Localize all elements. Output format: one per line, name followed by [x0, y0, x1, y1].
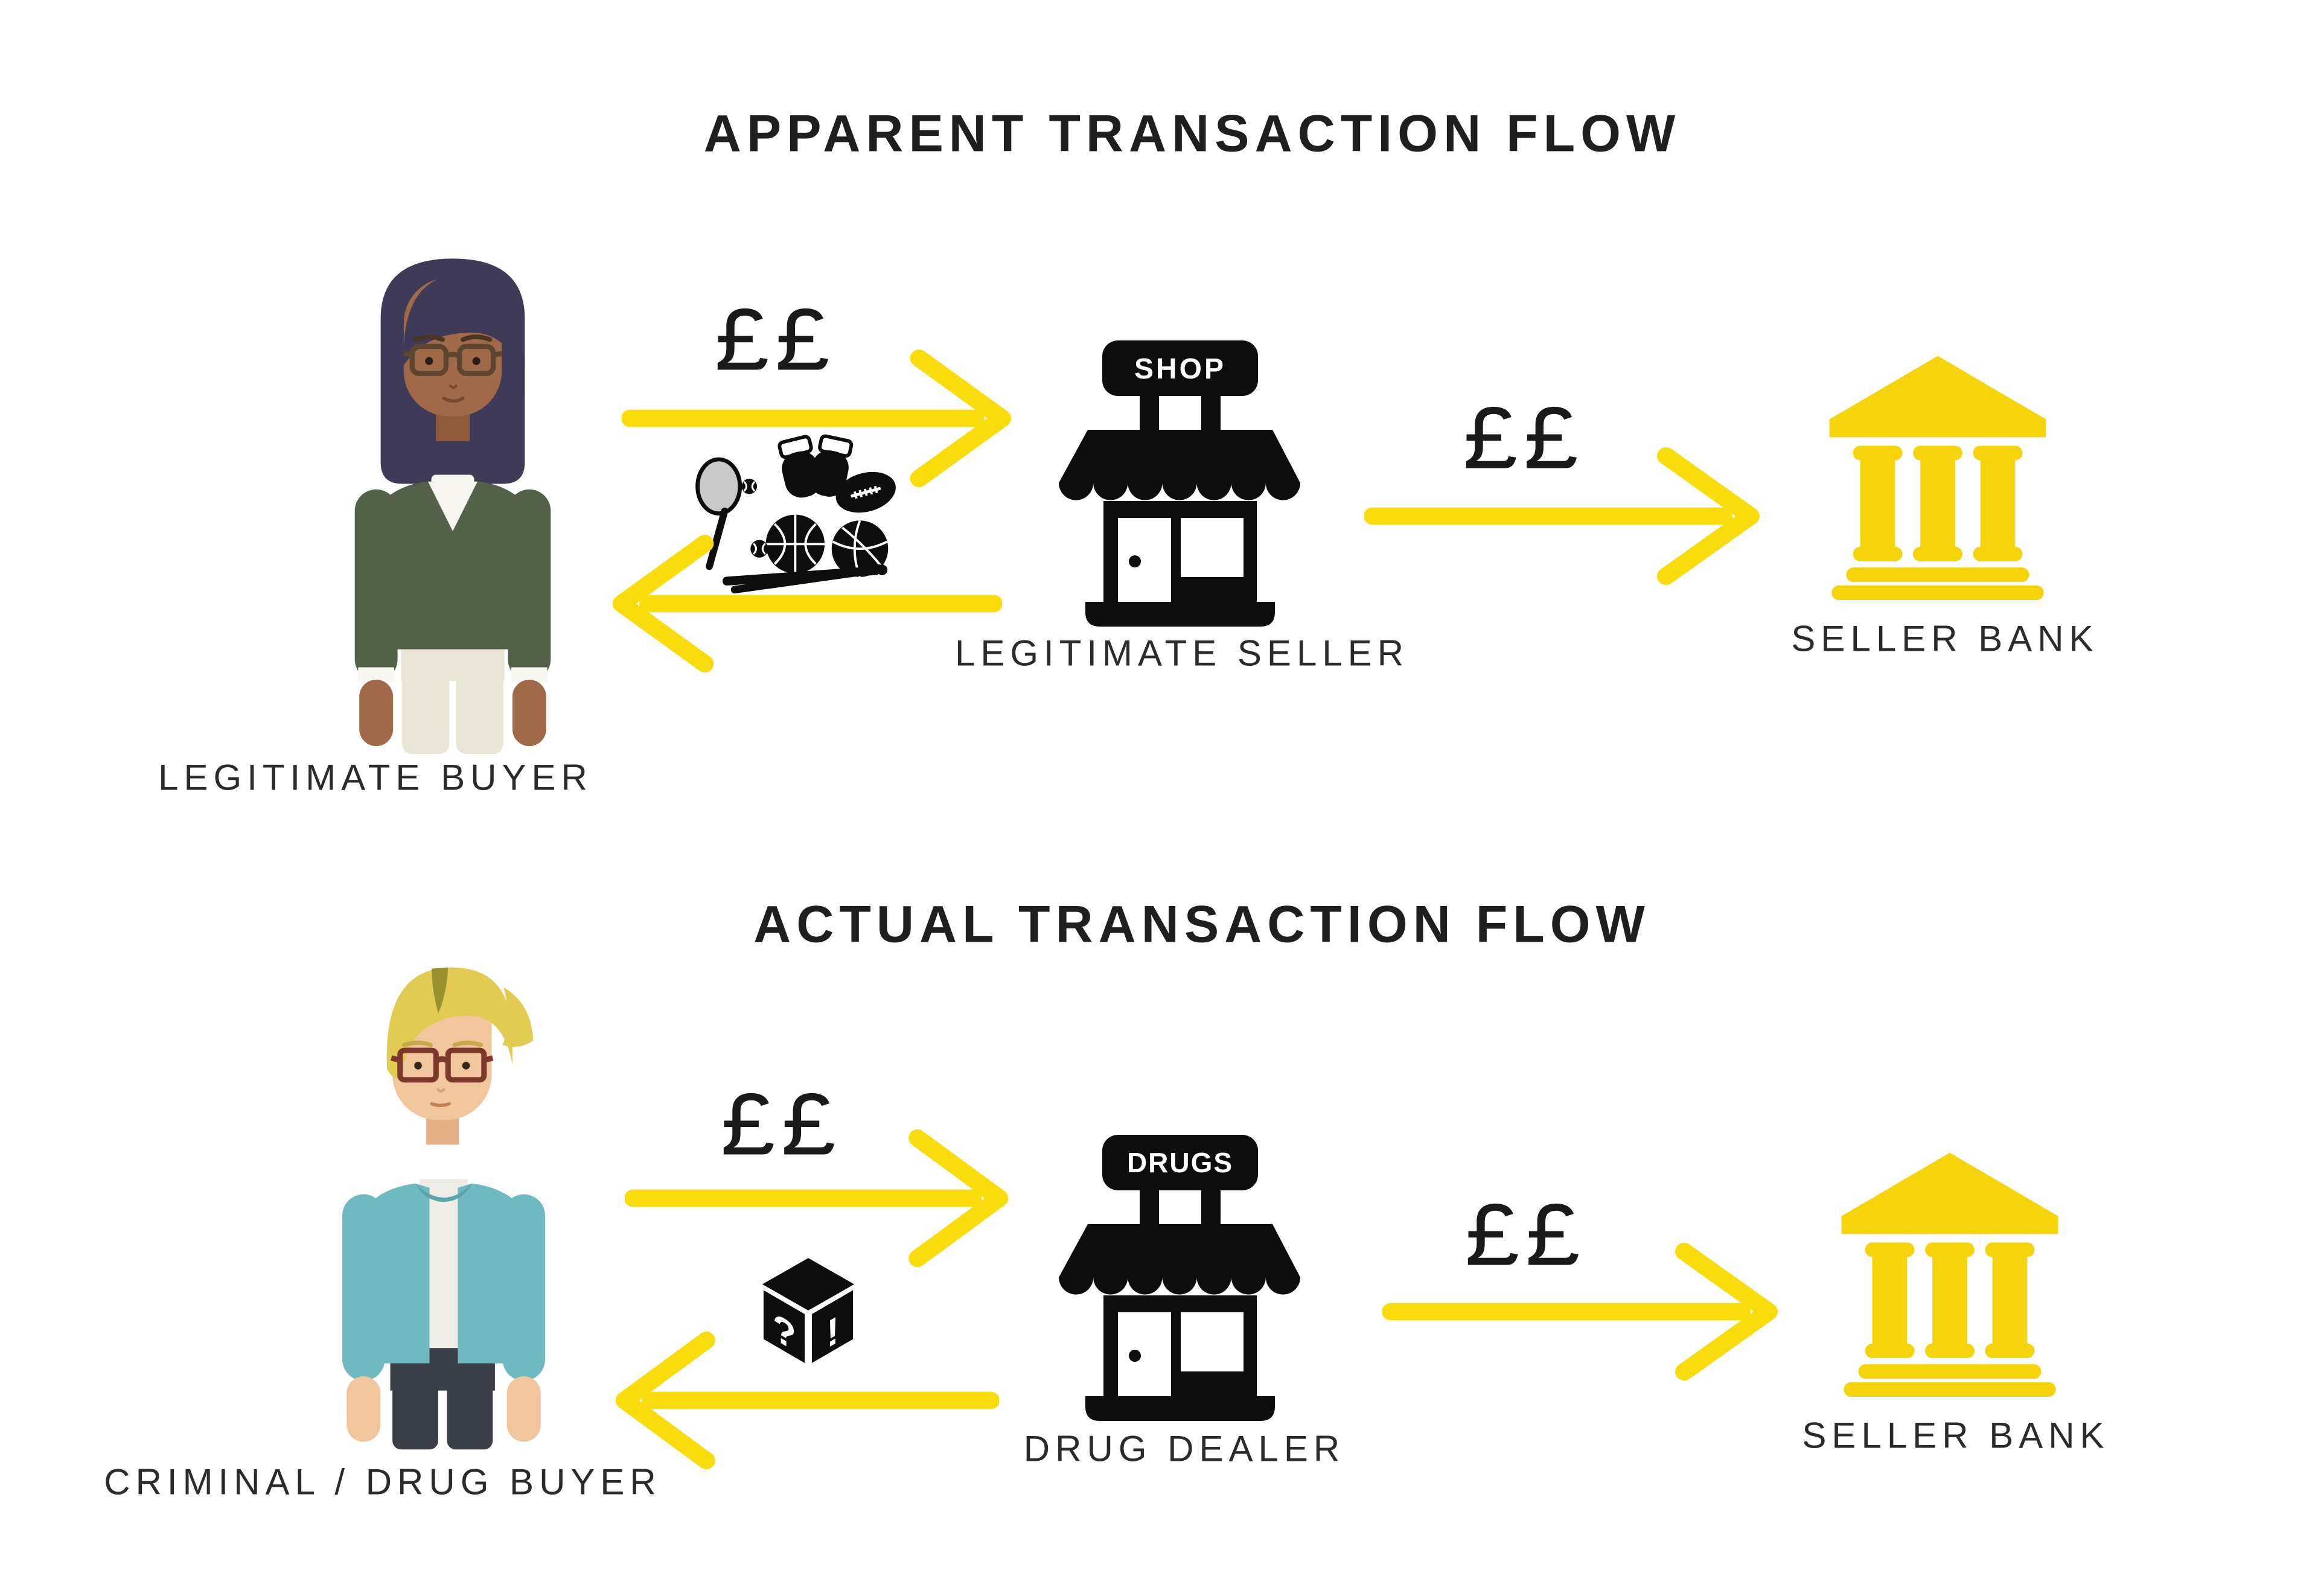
- apparent-flow-title: APPARENT TRANSACTION FLOW: [703, 104, 1681, 163]
- legitimate-seller-label: LEGITIMATE SELLER: [954, 633, 1410, 674]
- exclamation-mark-glyph: !: [826, 1307, 839, 1358]
- storefront-icon: SHOP: [1059, 340, 1300, 627]
- shop-sign-text: SHOP: [1134, 353, 1226, 385]
- bank-columns-icon: [1841, 1152, 2058, 1397]
- right-arrow-icon: [1382, 1242, 1778, 1381]
- glasses-icon: [391, 1047, 494, 1083]
- seller-bank-label-top: SELLER BANK: [1791, 618, 2099, 659]
- arrow-dealer-to-bank: [1382, 1242, 1781, 1381]
- football-icon: [835, 471, 896, 513]
- arrow-dealer-to-buyer: [613, 1331, 999, 1470]
- seller-bank-icon-top: [1817, 353, 2058, 600]
- ball-icon: [741, 479, 757, 494]
- glasses-icon: [403, 343, 503, 376]
- arrow-seller-to-bank: [1364, 447, 1763, 586]
- arrow-buyer-to-dealer: [625, 1129, 1011, 1268]
- arrow-seller-to-buyer: [610, 534, 1002, 673]
- payment-buyer-to-dealer: ££: [721, 1077, 843, 1183]
- criminal-drug-buyer-icon: [275, 933, 613, 1451]
- right-arrow-icon: [1364, 447, 1760, 586]
- sports-equipment-icon: [688, 432, 918, 600]
- actual-flow-title: ACTUAL TRANSACTION FLOW: [753, 895, 1650, 954]
- man-buyer-figure: [342, 967, 545, 1450]
- payment-dealer-to-bank: ££: [1465, 1188, 1587, 1293]
- legitimate-seller-icon: SHOP: [1050, 339, 1310, 628]
- right-arrow-icon: [625, 1129, 1009, 1268]
- left-arrow-icon: [615, 1331, 999, 1470]
- right-arrow-icon: [622, 349, 1012, 488]
- boxing-glove-icon: [809, 434, 854, 497]
- tennis-racket-icon: [695, 457, 742, 516]
- baseball-bat-icon: [730, 564, 884, 594]
- legitimate-buyer-label: LEGITIMATE BUYER: [158, 757, 593, 798]
- seller-bank-icon-bottom: [1829, 1150, 2071, 1397]
- drugs-sign-text: DRUGS: [1127, 1147, 1233, 1178]
- seller-bank-label-bottom: SELLER BANK: [1802, 1415, 2110, 1456]
- bank-columns-icon: [1829, 356, 2046, 600]
- payment-buyer-to-seller: ££: [715, 293, 837, 398]
- woman-buyer-figure: [354, 258, 551, 755]
- mystery-box-icon: ? !: [758, 1257, 859, 1367]
- legitimate-buyer-icon: [284, 220, 622, 755]
- arrow-buyer-to-seller: [622, 349, 1014, 488]
- drug-dealer-label: DRUG DEALER: [1023, 1428, 1346, 1469]
- drug-dealer-icon: DRUGS: [1050, 1134, 1310, 1422]
- criminal-drug-buyer-label: CRIMINAL / DRUG BUYER: [104, 1461, 662, 1502]
- storefront-icon: DRUGS: [1059, 1135, 1300, 1421]
- payment-seller-to-bank: ££: [1463, 391, 1585, 496]
- left-arrow-icon: [612, 534, 1002, 673]
